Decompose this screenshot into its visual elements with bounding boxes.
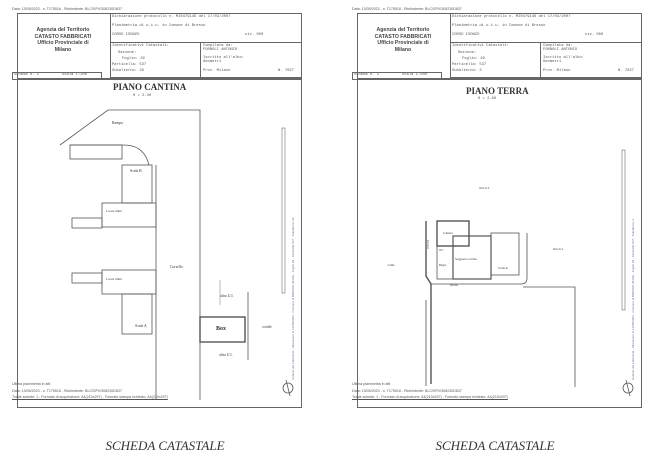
address: CORSO ISONZO (112, 33, 140, 37)
planimetria-line: Planimetria di u.i.u. in Comune di Bress… (112, 24, 206, 28)
foglio: Foglio: 29 (122, 57, 145, 61)
agency-line: Agenzia del Territorio (36, 27, 90, 33)
provincia: Prov. Milano (543, 69, 571, 73)
footer-schede: Totale schede: 1 - Formato di acquisizio… (352, 395, 508, 399)
agency-logo-text: Agenzia del Territorio CATASTO FABBRICAT… (22, 27, 104, 53)
ident-title: Identificativi Catastali: (112, 44, 169, 48)
label-corsello: Corsello (170, 265, 183, 269)
sezione: Sezione: (118, 51, 137, 55)
label-locale-1: Locale rifiuti (106, 209, 122, 213)
cadastral-sheet-terra: Data: 13/05/2023 - n. T175518 - Richiede… (340, 0, 650, 420)
particella: Particella: 537 (112, 63, 147, 67)
footer-note: Ultima planimetria in atti (12, 382, 51, 386)
sezione: Sezione: (458, 51, 477, 55)
iscritto-albo: Iscritto all'albo: (543, 56, 585, 60)
protocol-line: Dichiarazione protocollo n. MI0479146 de… (112, 15, 231, 19)
label-cortile: cortile (387, 263, 395, 267)
label-locale-2: Locale rifiuti (106, 277, 122, 281)
label-altra-ui-2: altra U.I. (553, 247, 564, 251)
albo-number: N. 7027 (618, 69, 634, 73)
label-altra-ui-1: altra U.I. (479, 186, 490, 190)
label-scala-b: Scala B (130, 169, 142, 173)
protocol-line: Dichiarazione protocollo n. MI0479146 de… (452, 15, 571, 19)
scale: Scala 1:200 (402, 73, 428, 77)
label-altra-ui-2: altra U.I. (219, 353, 233, 357)
subalterno: Subalterno: 29 (112, 69, 144, 73)
agency-line: Ufficio Provinciale di (377, 40, 429, 46)
label-cortile: cortile (262, 325, 272, 329)
footer-data: Data: 13/05/2023 - n. T175518 - Richiede… (352, 389, 462, 393)
agency-line: CATASTO FABBRICATI (374, 33, 432, 40)
plan-height: H = 2.90 (478, 97, 497, 101)
side-text: Catasto dei Fabbricati - Situazione al 1… (291, 217, 295, 380)
provincia: Prov. Milano (203, 69, 231, 73)
planimetria-line: Planimetria di u.i.u. in Comune di Bress… (452, 24, 546, 28)
label-altra-ui-1: altra U.I. (220, 294, 234, 298)
scheda-number: Scheda n. 1 (354, 73, 380, 77)
compilatore: FORNOLI ANTONIO (203, 48, 238, 52)
plan-title: PIANO TERRA (466, 86, 529, 96)
label-terrazzo: Terrazzo (426, 240, 429, 250)
label-camera: Camera (443, 231, 453, 235)
iscritto-albo: Iscritto all'albo: (203, 56, 245, 60)
agency-line: Milano (54, 46, 72, 53)
agency-line: Agenzia del Territorio (376, 27, 430, 33)
side-text: Catasto dei Fabbricati - Situazione al 1… (631, 219, 635, 380)
agency-line: Milano (394, 46, 412, 53)
label-soggiorno: Soggiorno Cucina (455, 257, 477, 261)
top-request-line: Data: 13/05/2023 - n. T175518 - Richiede… (352, 7, 462, 11)
civic-number: civ. 000 (585, 33, 604, 37)
scheda-number: Scheda n. 1 (14, 73, 40, 77)
civic-number: civ. 000 (245, 33, 264, 37)
footer-schede: Totale schede: 1 - Formato di acquisizio… (12, 395, 168, 399)
agency-logo-text: Agenzia del Territorio CATASTO FABBRICAT… (362, 27, 444, 53)
label-scala-a: Scala A (498, 266, 508, 270)
albo-number: N. 7027 (278, 69, 294, 73)
label-wc: WC (439, 249, 444, 252)
plan-title: PIANO CANTINA (113, 82, 187, 92)
label-balcone: balcone (450, 284, 459, 287)
agency-line: CATASTO FABBRICATI (34, 33, 92, 40)
plan-height: H = 2.40 (133, 94, 152, 98)
foglio: Foglio: 29 (462, 57, 485, 61)
compilatore: FORNOLI ANTONIO (543, 48, 578, 52)
caption-left: SCHEDA CATASTALE (105, 438, 225, 453)
scale: Scala 1:200 (62, 73, 88, 77)
agency-line: Ufficio Provinciale di (37, 40, 89, 46)
footer-note: Ultima planimetria in atti (352, 382, 391, 386)
cadastral-sheet-cantina: Data: 13/05/2023 - n. T175516 - Richiede… (0, 0, 310, 420)
label-box: Box (216, 326, 227, 332)
particella: Particella: 537 (452, 63, 487, 67)
floor-plan-drawing (425, 149, 634, 397)
label-bagno: Bagno (439, 264, 447, 267)
compilata-da: Compilata da: (203, 44, 233, 48)
caption-right: SCHEDA CATASTALE (435, 438, 555, 453)
compilata-da: Compilata da: (543, 44, 573, 48)
albo: Geometri (203, 60, 222, 64)
label-scala-a: Scala A (135, 324, 147, 328)
address: CORSO ISONZO (452, 33, 480, 37)
subalterno: Subalterno: 3 (452, 69, 482, 73)
top-request-line: Data: 13/05/2023 - n. T175516 - Richiede… (12, 7, 122, 11)
albo: Geometri (543, 60, 562, 64)
footer-data: Data: 13/05/2023 - n. T175516 - Richiede… (12, 389, 122, 393)
ident-title: Identificativi Catastali: (452, 44, 509, 48)
floor-plan-drawing (59, 109, 294, 400)
label-rampa: Rampa (112, 121, 123, 125)
